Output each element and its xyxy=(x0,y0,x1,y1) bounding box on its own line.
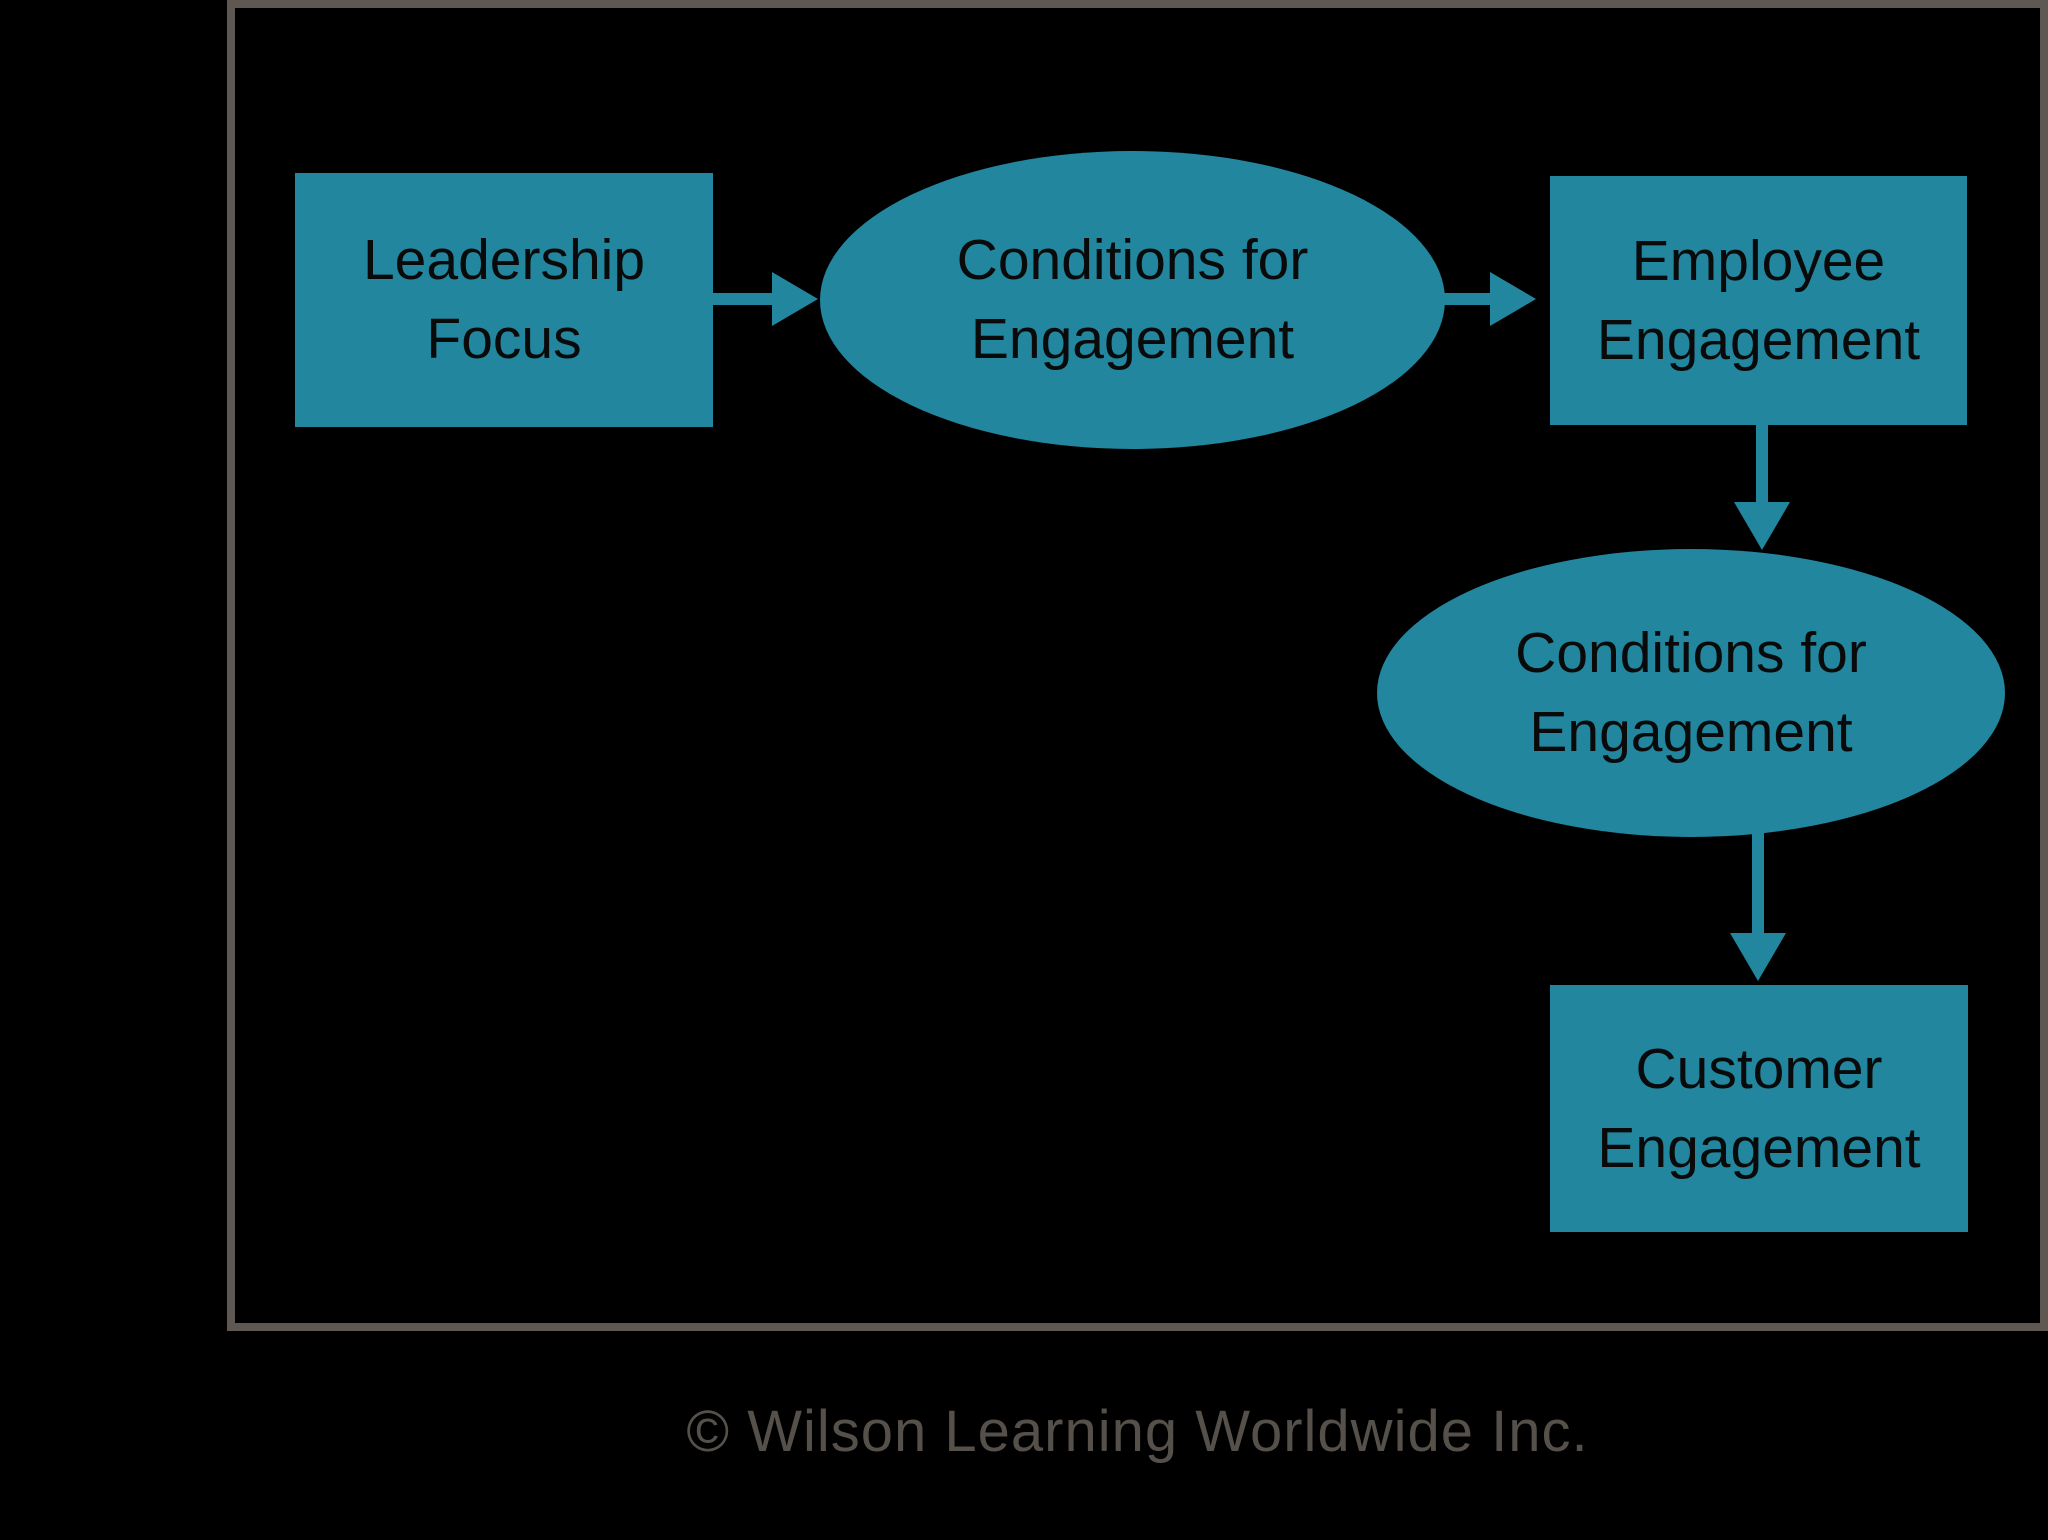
node-label-line: Employee xyxy=(1631,228,1886,293)
node-label-line: Engagement xyxy=(970,307,1295,371)
node-conditions-for-engagement-2: Conditions for Engagement xyxy=(1377,549,2005,837)
node-label-line: Engagement xyxy=(1529,700,1853,764)
arrow-head xyxy=(1490,272,1536,326)
node-leadership-focus: Leadership Focus xyxy=(295,173,713,427)
arrow-head xyxy=(772,272,818,326)
arrow-shaft xyxy=(1756,425,1768,505)
arrow-shaft xyxy=(713,293,775,305)
node-conditions-for-engagement-1: Conditions for Engagement xyxy=(820,151,1445,449)
node-label-line: Conditions for xyxy=(1515,621,1867,686)
copyright-text: © Wilson Learning Worldwide Inc. xyxy=(686,1399,1589,1464)
node-label-line: Leadership xyxy=(362,228,646,293)
arrow-head xyxy=(1730,933,1786,981)
node-label-line: Focus xyxy=(426,307,582,371)
diagram-frame xyxy=(227,0,2048,1331)
node-label-line: Engagement xyxy=(1596,307,1921,372)
node-employee-engagement: Employee Engagement xyxy=(1550,176,1967,425)
arrow-shaft xyxy=(1752,833,1764,935)
arrow-shaft xyxy=(1443,293,1492,305)
node-customer-engagement: Customer Engagement xyxy=(1550,985,1968,1232)
node-label-line: Customer xyxy=(1635,1036,1883,1101)
node-label-line: Conditions for xyxy=(956,228,1309,293)
node-label-line: Engagement xyxy=(1597,1115,1921,1180)
arrow-head xyxy=(1734,502,1790,550)
